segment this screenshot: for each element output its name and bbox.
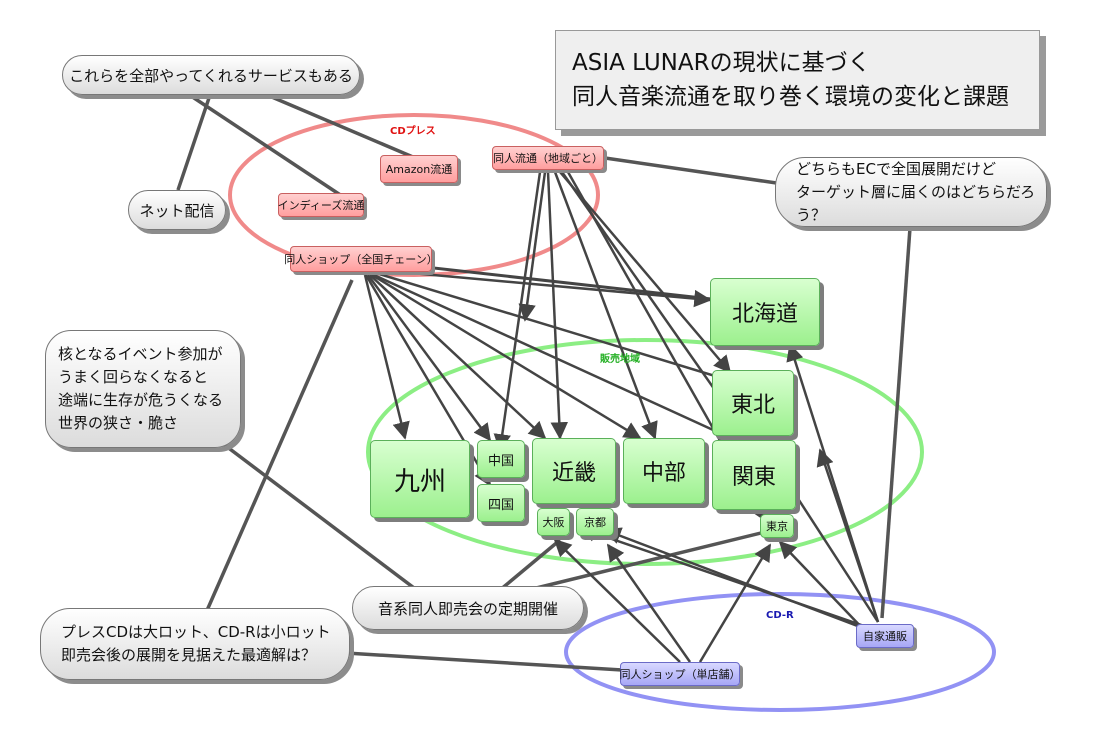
title-line-2: 同人音楽流通を取り巻く環境の変化と課題 [572, 84, 1009, 110]
cd-r-label: CD-R [766, 610, 794, 621]
region-kyushu[interactable]: 九州 [370, 440, 470, 518]
region-osaka[interactable]: 大阪 [537, 508, 570, 536]
region-kinki[interactable]: 近畿 [532, 438, 616, 504]
cd-press-ellipse [228, 113, 600, 277]
bubble-all-service: これらを全部やってくれるサービスもある [62, 55, 360, 95]
region-hokkaido[interactable]: 北海道 [710, 278, 820, 346]
channel-indies[interactable]: インディーズ流通 [278, 193, 364, 217]
bubble-press-question: プレスCDは大ロット、CD-Rは小ロット 即売会後の展開を見据えた最適解は？ [40, 608, 350, 680]
region-shikoku[interactable]: 四国 [477, 484, 525, 522]
title-box: ASIA LUNARの現状に基づく 同人音楽流通を取り巻く環境の変化と課題 [555, 30, 1040, 130]
sales-region-label: 販売地域 [600, 354, 640, 365]
bubble-ec-line-2: ターゲット層に届くのはどちらだろう？ [796, 182, 1036, 224]
channel-doujin-single[interactable]: 同人ショップ（単店舗） [620, 662, 741, 686]
bubble-net-delivery: ネット配信 [128, 190, 226, 230]
region-chubu[interactable]: 中部 [623, 438, 705, 504]
channel-doujin-regional[interactable]: 同人流通（地域ごと） [492, 146, 604, 170]
cd-r-ellipse [564, 592, 996, 712]
region-tohoku[interactable]: 東北 [712, 370, 794, 436]
channel-amazon[interactable]: Amazon流通 [380, 155, 458, 183]
region-tokyo[interactable]: 東京 [760, 514, 794, 538]
bubble-event-fragility: 核となるイベント参加が うまく回らなくなると 途端に生存が危うくなる 世界の狭さ… [45, 330, 241, 448]
bubble-press-line-2: 即売会後の展開を見据えた最適解は？ [61, 646, 317, 664]
bubble-ec-line-1: どちらもECで全国展開だけど [796, 159, 996, 178]
bubble-event-line-1: 核となるイベント参加が [58, 345, 223, 363]
region-kyoto[interactable]: 京都 [576, 508, 614, 536]
channel-self-mailorder[interactable]: 自家通販 [856, 624, 914, 648]
bubble-sokubaikai: 音系同人即売会の定期開催 [352, 586, 584, 630]
bubble-event-line-3: 途端に生存が危うくなる [58, 391, 224, 409]
bubble-ec-question: どちらもECで全国展開だけど ターゲット層に届くのはどちらだろう？ [775, 157, 1047, 227]
title-line-1: ASIA LUNARの現状に基づく [572, 50, 871, 76]
sales-region-ellipse [366, 338, 924, 566]
bubble-connectors [176, 90, 912, 672]
bubble-event-line-2: うまく回らなくなると [58, 368, 209, 386]
bubble-press-line-1: プレスCDは大ロット、CD-Rは小ロット [61, 623, 331, 641]
chain-hokkaido-link [379, 260, 721, 302]
bubble-event-line-4: 世界の狭さ・脆さ [58, 414, 179, 432]
channel-doujin-chain[interactable]: 同人ショップ（全国チェーン） [284, 246, 438, 272]
cd-press-label: CDプレス [390, 126, 436, 137]
cdr-arrows [553, 343, 880, 663]
region-kanto[interactable]: 関東 [712, 440, 796, 510]
region-chugoku[interactable]: 中国 [477, 440, 525, 478]
